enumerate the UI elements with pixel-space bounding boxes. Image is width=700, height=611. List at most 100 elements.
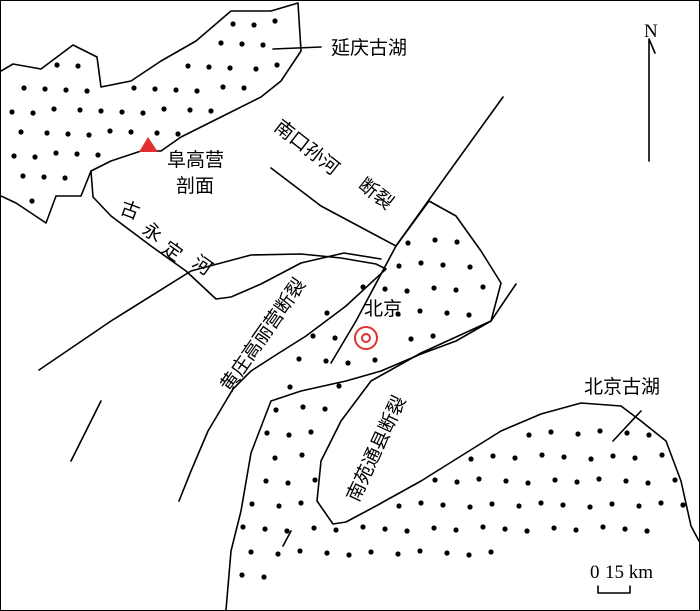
sediment-dot xyxy=(323,358,329,364)
north-label: N xyxy=(644,21,658,42)
sediment-dot xyxy=(75,63,81,69)
sediment-dot xyxy=(220,84,226,90)
sediment-dot xyxy=(404,528,410,534)
sediment-dot xyxy=(241,85,247,91)
sediment-dot xyxy=(312,477,318,483)
sediment-dot xyxy=(324,550,330,556)
red-triangle-icon xyxy=(139,137,158,152)
sediment-dot xyxy=(552,477,558,483)
sediment-dot xyxy=(11,153,17,159)
sediment-dot xyxy=(18,129,24,135)
sediment-dot xyxy=(54,62,60,68)
sediment-dot xyxy=(298,500,304,506)
scale-bar: 0 15 km xyxy=(590,562,653,594)
sediment-dot xyxy=(65,131,71,137)
sediment-dot xyxy=(140,110,146,116)
beijing-lake-label-leader xyxy=(612,410,642,442)
sediment-dot xyxy=(596,476,602,482)
sediment-dot xyxy=(287,384,293,390)
sediment-dot xyxy=(502,526,508,532)
sediment-dot xyxy=(263,478,269,484)
sediment-dot xyxy=(444,310,450,316)
sediment-dot xyxy=(548,429,554,435)
sediment-dot xyxy=(417,308,423,314)
sediment-dot xyxy=(480,284,486,290)
sediment-dot xyxy=(276,503,282,509)
sediment-dot xyxy=(308,429,314,435)
sediment-dot xyxy=(322,406,328,412)
sediment-dot xyxy=(396,263,402,269)
sediment-dot xyxy=(440,502,446,508)
sediment-dot xyxy=(636,503,642,509)
sediment-dot xyxy=(404,288,410,294)
sediment-dot xyxy=(286,432,292,438)
sediment-dot xyxy=(345,360,351,366)
sediment-dot xyxy=(512,455,518,461)
label-nanyuan-fault: 南苑通县断裂 xyxy=(343,392,411,505)
sediment-dot xyxy=(489,501,495,507)
sediment-dot xyxy=(297,548,303,554)
sediment-dot xyxy=(51,106,57,112)
sediment-dot xyxy=(408,336,414,342)
sediment-dot xyxy=(53,150,59,156)
sediment-dot xyxy=(30,110,36,116)
label-beijing: 北京 xyxy=(364,298,402,320)
sediment-dot xyxy=(659,452,665,458)
label-section-line2: 剖面 xyxy=(176,175,214,197)
sediment-dot xyxy=(680,502,686,508)
sediment-dot xyxy=(9,109,15,115)
sediment-dot xyxy=(587,504,593,510)
sediment-dot xyxy=(624,430,630,436)
bullseye-icon xyxy=(354,326,378,350)
sediment-dot xyxy=(32,154,38,160)
sediment-dot xyxy=(296,356,302,362)
sediment-dot xyxy=(360,284,366,290)
sediment-dot xyxy=(77,107,83,113)
sediment-dot xyxy=(86,132,92,138)
sediment-dot xyxy=(63,87,69,93)
label-nankou-fault-suffix: 断裂 xyxy=(354,174,398,215)
sediment-dot xyxy=(467,504,473,510)
yanqing-label-leader xyxy=(272,46,322,50)
sediment-dot xyxy=(516,503,522,509)
sediment-dot xyxy=(62,175,68,181)
sediment-dot xyxy=(264,430,270,436)
scale-bar-line xyxy=(597,585,631,594)
scale-distance-label: 15 km xyxy=(605,562,653,583)
sediment-dot xyxy=(360,524,366,530)
ancient-yongding-river xyxy=(90,170,382,300)
sediment-dot xyxy=(454,479,460,485)
sediment-dot xyxy=(107,128,113,134)
sediment-dot xyxy=(185,63,191,69)
sediment-dot xyxy=(644,528,650,534)
lake-sediment-dots xyxy=(9,18,686,580)
sediment-dot xyxy=(272,455,278,461)
label-yongding-2: 永 xyxy=(139,218,166,247)
nankou-sunhe-fault xyxy=(270,167,397,247)
sediment-dot xyxy=(382,286,388,292)
sediment-dot xyxy=(194,88,200,94)
sediment-dot xyxy=(311,525,317,531)
sediment-dot xyxy=(227,65,233,71)
sediment-dot xyxy=(575,431,581,437)
sediment-dot xyxy=(333,527,339,533)
sediment-dot xyxy=(274,62,280,68)
sediment-dot xyxy=(152,86,158,92)
sediment-dot xyxy=(453,527,459,533)
sediment-dot xyxy=(538,500,544,506)
sediment-dot xyxy=(206,64,212,70)
sediment-dot xyxy=(466,552,472,558)
sediment-dot xyxy=(417,548,423,554)
sediment-dot xyxy=(431,285,437,291)
sediment-dot xyxy=(432,477,438,483)
sediment-dot xyxy=(466,312,472,318)
sediment-dot xyxy=(175,131,181,137)
sediment-dot xyxy=(418,260,424,266)
sediment-dot xyxy=(300,404,306,410)
sediment-dot xyxy=(230,21,236,27)
sediment-dot xyxy=(239,41,245,47)
sediment-dot xyxy=(623,478,629,484)
sediment-dot xyxy=(161,106,167,112)
